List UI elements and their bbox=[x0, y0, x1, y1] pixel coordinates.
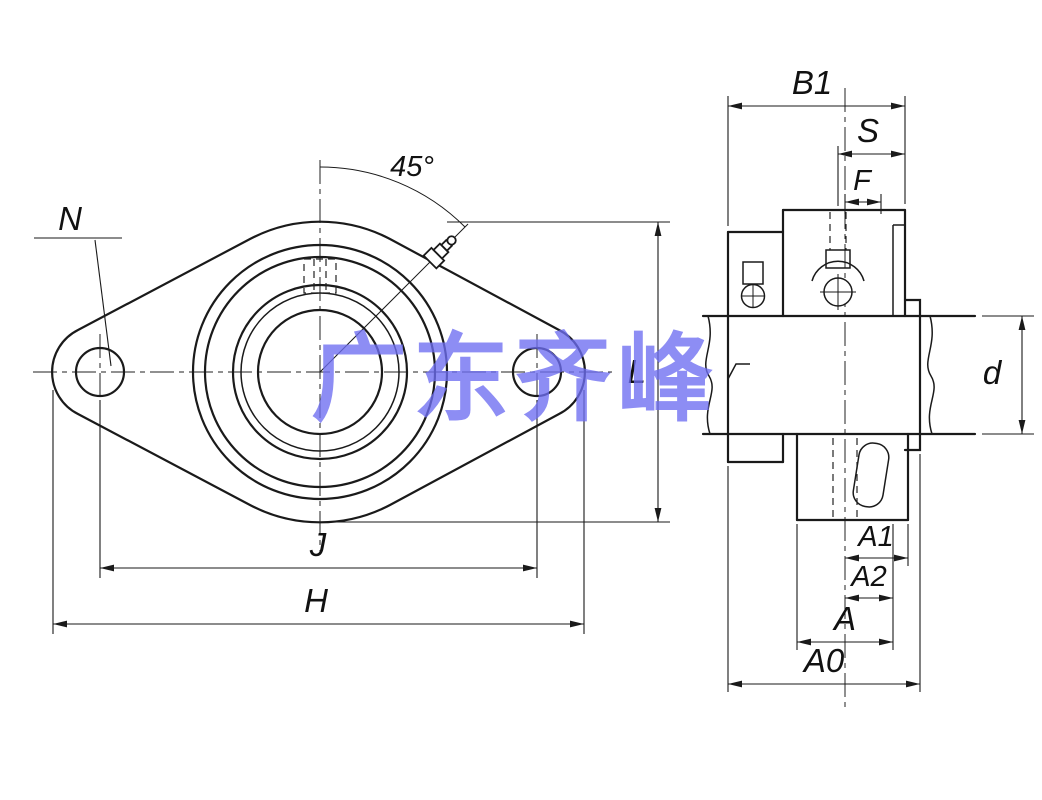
bolt-hole-left bbox=[74, 346, 126, 398]
dimension-a0: A0 bbox=[727, 454, 921, 692]
shaft-break-right bbox=[927, 315, 935, 435]
mounting-hole-hidden bbox=[832, 438, 858, 517]
inner-ring-protrusion bbox=[903, 298, 922, 452]
grease-fitting bbox=[422, 235, 457, 270]
dimension-a2: A2 bbox=[845, 524, 894, 650]
surface-finish-mark bbox=[727, 363, 750, 380]
dim-label-d: d bbox=[983, 354, 1003, 391]
dim-label-j: J bbox=[309, 526, 327, 563]
outer-ring-od-circle bbox=[191, 243, 449, 501]
dim-label-a0: A0 bbox=[802, 642, 845, 679]
bolt-hole-right bbox=[511, 346, 563, 398]
set-screw-body bbox=[825, 249, 851, 269]
casting-recess bbox=[852, 442, 890, 508]
dim-label-a2: A2 bbox=[849, 561, 886, 593]
bolt-holes bbox=[74, 346, 563, 398]
set-screw-side bbox=[825, 212, 851, 269]
dim-label-a1: A1 bbox=[856, 521, 893, 553]
shaft bbox=[701, 314, 977, 436]
label-n-leader: N bbox=[34, 200, 122, 367]
flange-outline bbox=[51, 220, 586, 524]
dim-label-n: N bbox=[58, 200, 82, 237]
dimension-h: H bbox=[52, 390, 585, 634]
dim-label-s: S bbox=[857, 112, 879, 149]
dimension-s: S bbox=[837, 112, 905, 206]
dimension-f: F bbox=[844, 165, 882, 214]
ball-section bbox=[820, 274, 856, 310]
housing-section bbox=[726, 208, 922, 522]
bore-circle bbox=[256, 308, 384, 436]
set-screw-hidden-outline bbox=[303, 258, 337, 294]
flange-bolt-side bbox=[740, 261, 766, 309]
dim-label-h: H bbox=[304, 582, 328, 619]
dim-label-b1: B1 bbox=[792, 64, 832, 101]
angle-45-arc bbox=[319, 166, 466, 228]
dim-label-f: F bbox=[853, 165, 873, 197]
inner-ring-od-circle bbox=[231, 283, 409, 461]
dim-label-a: A bbox=[832, 600, 856, 637]
bearing-circles bbox=[191, 243, 449, 501]
grease-fitting-tip bbox=[446, 235, 457, 246]
dimension-a1: A1 bbox=[845, 521, 909, 566]
watermark-text: 广东齐峰 bbox=[311, 323, 719, 435]
dimension-a: A bbox=[796, 524, 893, 650]
dimension-b1: B1 bbox=[727, 64, 906, 226]
shaft-break-left bbox=[705, 315, 713, 435]
set-screw-hidden-front bbox=[303, 258, 337, 294]
side-view: B1 S F d A1 A2 bbox=[701, 64, 1034, 712]
spherical-seat-arc bbox=[811, 260, 865, 282]
inner-ring-face-circle bbox=[240, 292, 400, 452]
dimension-d: d bbox=[982, 315, 1034, 435]
dim-label-45deg: 45° bbox=[390, 151, 434, 183]
dimension-j: J bbox=[99, 400, 538, 578]
leader-line bbox=[94, 239, 112, 367]
bolt-head bbox=[742, 261, 764, 285]
dim-label-l: L bbox=[628, 353, 646, 390]
dimension-l: L bbox=[334, 221, 670, 523]
front-view: N 45° L J H bbox=[33, 151, 670, 634]
outer-ring-id-circle bbox=[203, 255, 437, 489]
